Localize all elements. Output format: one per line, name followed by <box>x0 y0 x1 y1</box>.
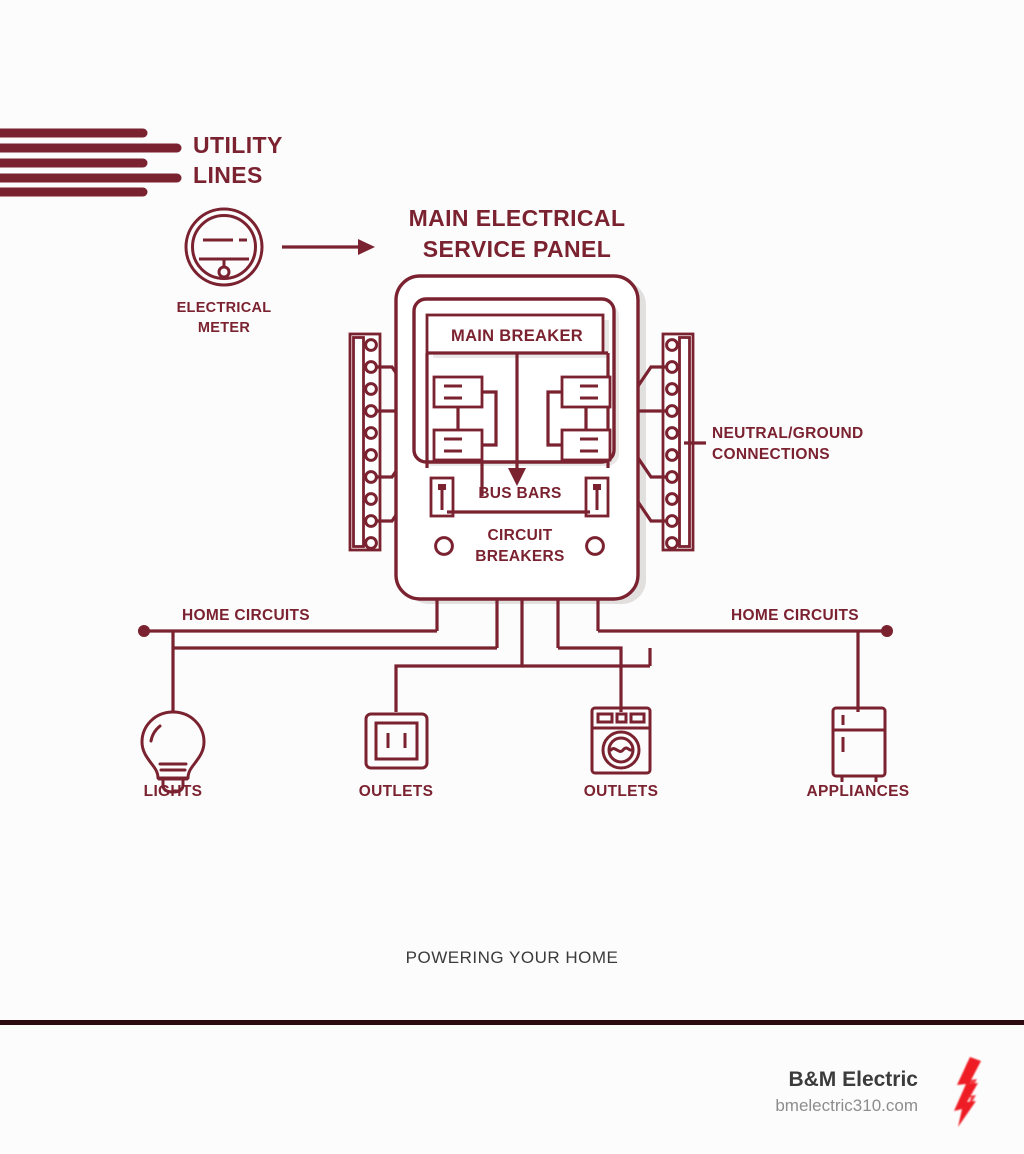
breaker-indicator-right <box>585 536 605 556</box>
neutral-ground-label-line1: NEUTRAL/GROUND <box>712 425 863 442</box>
home-circuits-left-label: HOME CIRCUITS <box>182 607 310 624</box>
meter-label-line2: METER <box>198 320 250 336</box>
load-label-outlets-right: OUTLETS <box>584 783 658 800</box>
load-routing-wires <box>171 599 860 712</box>
utility-lines-label-line1: UTILITY <box>193 132 283 158</box>
meter-label-line1: ELECTRICAL <box>177 300 272 316</box>
footer-divider <box>0 1020 1024 1025</box>
utility-lines-label-line2: LINES <box>193 162 263 188</box>
circuit-breaker-right-bottom[interactable] <box>560 428 612 462</box>
circuit-breaker-right-top[interactable] <box>560 375 612 409</box>
circuit-breaker-right-links <box>546 390 588 447</box>
footer: B&M Electric bmelectric310.com <box>0 1025 1024 1154</box>
fuse-switch-right[interactable] <box>584 476 610 518</box>
fuse-switch-left[interactable] <box>429 476 455 518</box>
electrical-meter-icon <box>184 207 264 287</box>
brand-name: B&M Electric <box>788 1068 918 1092</box>
home-circuits-right-label: HOME CIRCUITS <box>731 607 859 624</box>
lightbulb-icon <box>140 710 206 794</box>
main-breaker-label: MAIN BREAKER <box>451 327 583 345</box>
circuit-breakers-label-line1: CIRCUIT <box>488 527 553 544</box>
bus-bar-left <box>348 332 382 552</box>
panel-title-line1: MAIN ELECTRICAL <box>409 205 626 231</box>
lightning-bolt-icon <box>954 1057 981 1127</box>
brand-text-block: B&M Electric bmelectric310.com <box>775 1066 918 1117</box>
main-breaker-feed-wires <box>425 351 610 470</box>
neutral-ground-label-line2: CONNECTIONS <box>712 446 830 463</box>
circuit-breaker-left-top[interactable] <box>432 375 484 409</box>
main-breaker-box[interactable] <box>425 313 605 355</box>
tagline: POWERING YOUR HOME <box>406 948 619 967</box>
meter-to-panel-arrow <box>282 239 375 255</box>
bus-bars-label: BUS BARS <box>478 485 561 502</box>
breaker-indicator-left <box>434 536 454 556</box>
refrigerator-icon <box>831 706 887 782</box>
circuit-breakers-label-line2: BREAKERS <box>475 548 564 565</box>
brand-website[interactable]: bmelectric310.com <box>775 1095 918 1115</box>
panel-title-line2: SERVICE PANEL <box>423 236 611 262</box>
washing-machine-icon <box>590 706 652 775</box>
load-label-outlets-left: OUTLETS <box>359 783 433 800</box>
bus-bars-arrow <box>508 468 526 486</box>
home-circuits-right-bus <box>598 625 893 637</box>
utility-lines-group <box>0 128 182 197</box>
load-label-appliances: APPLIANCES <box>807 783 910 800</box>
load-label-lights: LIGHTS <box>144 783 203 800</box>
footer-branding: B&M Electric bmelectric310.com <box>775 1055 998 1129</box>
outlet-icon <box>364 712 429 770</box>
circuit-breaker-left-bottom[interactable] <box>432 428 484 462</box>
home-circuits-left-bus <box>138 625 437 637</box>
circuit-breaker-left-links <box>456 390 498 496</box>
